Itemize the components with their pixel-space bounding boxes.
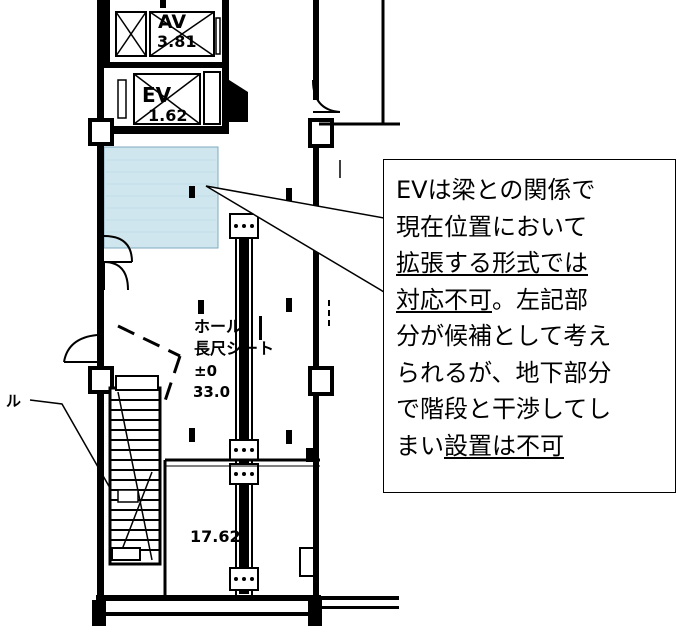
left-leader-line xyxy=(29,399,111,489)
doors xyxy=(63,79,341,363)
ev-shaft xyxy=(104,0,229,134)
callout-line: EVは梁との関係で xyxy=(396,172,671,209)
callout-text-part: まい xyxy=(396,431,444,460)
columns xyxy=(88,118,334,396)
hall-floor-label: 長尺シート xyxy=(194,339,274,358)
callout-line: 現在位置において xyxy=(396,209,671,246)
callout-line: 拡張する形式では xyxy=(396,245,671,282)
left-cut-label: ル xyxy=(6,392,21,410)
callout-line: 対応不可。左記部 xyxy=(396,282,671,319)
av-room-label: AV xyxy=(158,11,186,33)
highlight-hatch xyxy=(106,159,216,233)
main-walls xyxy=(92,0,399,626)
callout-text-part: られるが、地下部分 xyxy=(396,358,612,387)
proposed-ev-area xyxy=(103,146,219,249)
ev-room-label: EV xyxy=(142,83,172,107)
callout-text-part: EVは梁との関係で xyxy=(396,176,596,204)
plan-labels: AV 3.81 EV 1.62 ホール 長尺シート ±0 33.0 17.62 … xyxy=(6,11,274,546)
callout-text-part: 。左記部 xyxy=(492,285,588,314)
callout-text-part: 分が候補として考え xyxy=(396,322,612,350)
callout-underlined-text: 対応不可 xyxy=(396,285,492,314)
dashed-partition xyxy=(117,324,182,405)
ev-room xyxy=(117,71,248,125)
callout-line: 分が候補として考え xyxy=(396,318,671,355)
callout-underlined-text: 拡張する形式では xyxy=(396,249,588,277)
hall-area-label: 33.0 xyxy=(193,383,230,401)
callout-line: られるが、地下部分 xyxy=(396,355,671,392)
wall-ticks xyxy=(189,186,316,462)
ev-area-label: 1.62 xyxy=(148,106,187,125)
av-room xyxy=(115,11,221,57)
callout-line: で階段と干渉してし xyxy=(396,391,671,428)
callout-text-part: で階段と干渉してし xyxy=(396,395,612,423)
lower-area-label: 17.62 xyxy=(190,527,241,546)
right-room xyxy=(299,0,400,577)
stair xyxy=(108,375,162,566)
hall-level-label: ±0 xyxy=(194,362,217,380)
callout-text: EVは梁との関係で現在位置において拡張する形式では対応不可。左記部分が候補として… xyxy=(396,172,671,464)
av-area-label: 3.81 xyxy=(157,32,196,51)
center-partition xyxy=(163,213,320,597)
callout-underlined-text: 設置は不可 xyxy=(444,431,564,460)
callout-text-part: 現在位置において xyxy=(396,212,588,241)
hall-name-label: ホール xyxy=(194,317,242,336)
callout-line: まい設置は不可 xyxy=(396,428,671,465)
callout-box xyxy=(383,159,676,493)
